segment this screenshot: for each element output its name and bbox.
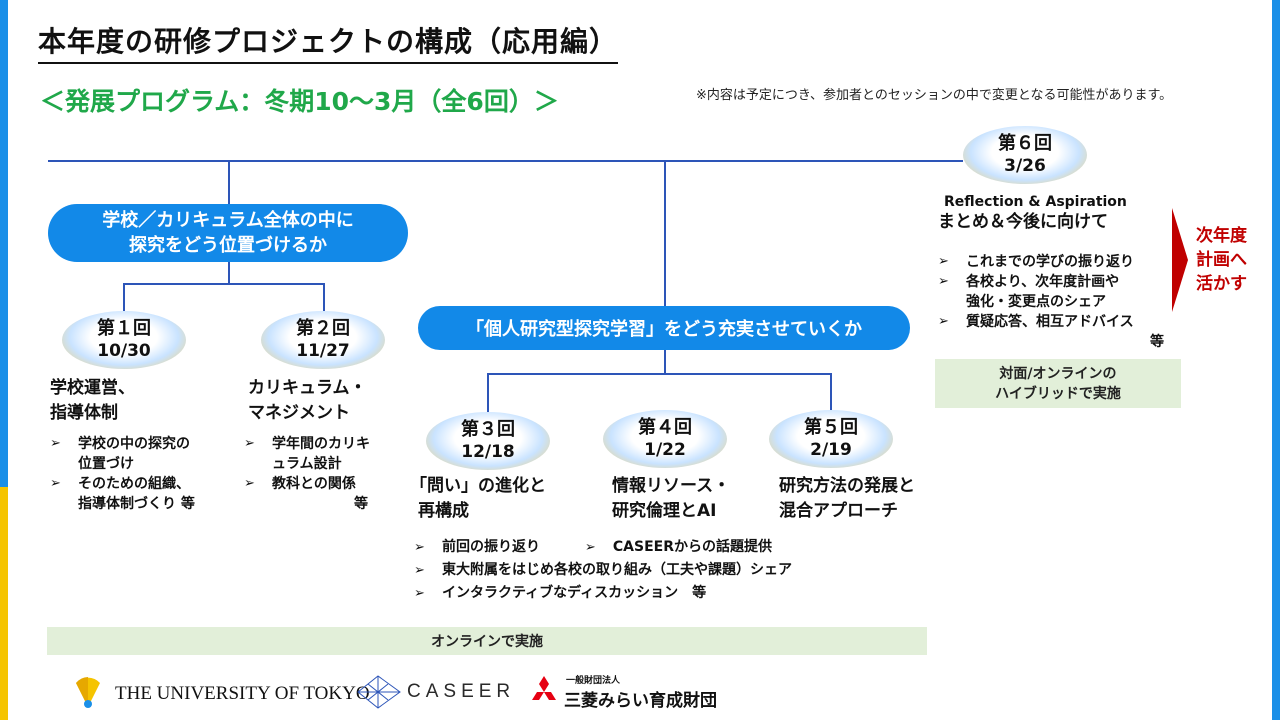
session-date: 10/30 <box>97 341 151 361</box>
connector <box>123 283 324 285</box>
utokyo-logo-text: THE UNIVERSITY OF TOKYO <box>115 683 370 704</box>
box-line: ハイブリッドで実施 <box>995 385 1121 402</box>
sessions-3-5-bullets: 前回の振り返り CASEERからの話題提供 東大附属をはじめ各校の取り組み（工夫… <box>414 536 792 605</box>
list-item: 学校の中の探究の <box>50 434 195 454</box>
session-number: 第２回 <box>296 318 350 339</box>
online-format-box: オンラインで実施 <box>47 627 927 655</box>
list-item-continuation: 強化・変更点のシェア <box>966 294 1106 310</box>
mitsubishi-logo-icon <box>527 674 561 708</box>
arrow-right-icon <box>1172 208 1188 312</box>
heading-line: 「問い」の進化と <box>410 476 546 496</box>
list-item: 教科との関係 <box>244 474 370 494</box>
session-6-heading-en: Reflection & Aspiration <box>944 194 1127 210</box>
mitsubishi-logo-text: 三菱みらい育成財団 <box>564 691 717 711</box>
heading-line: 研究倫理とAI <box>612 501 717 521</box>
session-6-badge: 第６回 3/26 <box>963 126 1087 184</box>
connector <box>487 373 489 413</box>
mitsubishi-logo-small-text: 一般財団法人 <box>566 676 621 686</box>
connector <box>664 350 666 373</box>
connector <box>487 373 831 375</box>
heading-line: 再構成 <box>418 501 469 521</box>
connector <box>323 283 325 311</box>
heading-line: 指導体制 <box>50 403 118 423</box>
session-2-heading: カリキュラム・ マネジメント <box>248 376 367 426</box>
list-item-continuation: 位置づけ <box>78 456 134 472</box>
box-line: 対面/オンラインの <box>999 365 1117 382</box>
session-5-badge: 第５回 2/19 <box>769 410 893 468</box>
list-item-continuation: 指導体制づくり 等 <box>78 496 195 512</box>
session-date: 1/22 <box>644 440 686 460</box>
list-item-continuation: 等 <box>1150 334 1164 350</box>
list-item: 学年間のカリキ <box>244 434 370 454</box>
list-item: そのための組織、 <box>50 474 195 494</box>
page-title: 本年度の研修プロジェクトの構成（応用編） <box>38 20 619 64</box>
caseer-logo-icon <box>356 672 402 712</box>
session-1-bullets: 学校の中の探究の 位置づけ そのための組織、 指導体制づくり 等 <box>50 434 195 514</box>
list-item: 前回の振り返り <box>414 536 540 559</box>
session-3-badge: 第３回 12/18 <box>426 412 550 470</box>
label-line: 計画へ <box>1196 250 1247 270</box>
session-date: 11/27 <box>296 341 350 361</box>
list-item-continuation: 等 <box>354 496 368 512</box>
session-date: 12/18 <box>461 442 515 462</box>
caseer-logo-text: CASEER <box>407 681 516 702</box>
list-item: 各校より、次年度計画や <box>938 272 1164 292</box>
heading-line: 研究方法の発展と <box>779 476 915 496</box>
heading-line: 混合アプローチ <box>779 501 898 521</box>
utokyo-ginkgo-logo-icon <box>68 671 108 711</box>
session-1-heading: 学校運営、 指導体制 <box>50 376 135 426</box>
session-4-heading: 情報リソース・ 研究倫理とAI <box>612 474 730 524</box>
label-line: 活かす <box>1196 274 1247 294</box>
pill-line: 学校／カリキュラム全体の中に <box>102 210 354 231</box>
connector <box>228 160 230 204</box>
session-number: 第５回 <box>804 417 858 438</box>
pill-line: 探究をどう位置づけるか <box>129 235 327 256</box>
list-item: インタラクティブなディスカッション 等 <box>414 582 792 605</box>
connector <box>123 283 125 311</box>
left-accent-bar-yellow <box>0 487 8 720</box>
list-item-continuation: ュラム設計 <box>272 456 342 472</box>
session-number: 第１回 <box>97 318 151 339</box>
session-2-badge: 第２回 11/27 <box>261 311 385 369</box>
hybrid-format-box: 対面/オンラインの ハイブリッドで実施 <box>935 359 1181 408</box>
session-number: 第４回 <box>638 417 692 438</box>
theme-pill-school-curriculum: 学校／カリキュラム全体の中に 探究をどう位置づけるか <box>48 204 408 262</box>
session-3-heading: 「問い」の進化と 再構成 <box>410 474 546 524</box>
left-accent-bar-blue <box>0 0 8 487</box>
list-item: これまでの学びの振り返り <box>938 252 1164 272</box>
session-1-badge: 第１回 10/30 <box>62 311 186 369</box>
list-item: 東大附属をはじめ各校の取り組み（工夫や課題）シェア <box>414 559 792 582</box>
program-subtitle: ＜発展プログラム：冬期10〜3月（全6回）＞ <box>40 87 559 116</box>
session-5-heading: 研究方法の発展と 混合アプローチ <box>779 474 915 524</box>
connector <box>830 373 832 413</box>
heading-line: 学校運営、 <box>50 378 135 398</box>
list-item: CASEERからの話題提供 <box>585 536 772 559</box>
session-2-bullets: 学年間のカリキ ュラム設計 教科との関係 等 <box>244 434 370 514</box>
next-year-label: 次年度 計画へ 活かす <box>1196 224 1247 296</box>
session-number: 第３回 <box>461 419 515 440</box>
connector <box>228 262 230 283</box>
session-date: 3/26 <box>1004 156 1046 176</box>
heading-line: 情報リソース・ <box>612 476 731 496</box>
session-6-bullets: これまでの学びの振り返り 各校より、次年度計画や 強化・変更点のシェア 質疑応答… <box>938 252 1164 352</box>
right-accent-bar <box>1272 0 1280 720</box>
connector <box>664 160 666 306</box>
session-date: 2/19 <box>810 440 852 460</box>
session-6-heading: まとめ＆今後に向けて <box>938 212 1108 232</box>
list-item: 質疑応答、相互アドバイス <box>938 312 1164 332</box>
heading-line: マネジメント <box>248 403 350 423</box>
heading-line: カリキュラム・ <box>248 378 367 398</box>
session-number: 第６回 <box>998 133 1052 154</box>
disclaimer-note: ※内容は予定につき、参加者とのセッションの中で変更となる可能性があります。 <box>696 88 1173 103</box>
theme-pill-individual-research: 「個人研究型探究学習」をどう充実させていくか <box>418 306 910 350</box>
timeline-main-line <box>48 160 963 162</box>
session-4-badge: 第４回 1/22 <box>603 410 727 468</box>
label-line: 次年度 <box>1196 226 1247 246</box>
